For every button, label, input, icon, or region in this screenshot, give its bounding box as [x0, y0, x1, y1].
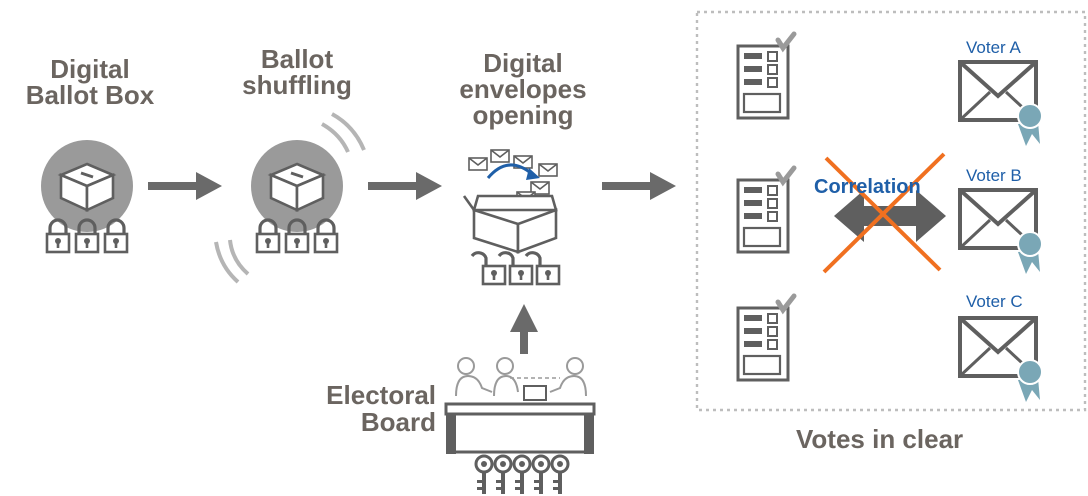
- shuffle-motion-icon: [214, 112, 366, 284]
- arrow-right-icon: [602, 172, 676, 200]
- ballot-box-icon: [41, 140, 133, 232]
- voter-a-label: Voter A: [966, 38, 1021, 57]
- padlock-icon: [470, 251, 561, 286]
- sealed-envelope-icon: [958, 60, 1044, 404]
- envelope-icon: [468, 149, 558, 205]
- arrow-up-icon: [510, 304, 538, 354]
- voter-c-label: Voter C: [966, 292, 1023, 311]
- key-icon: [474, 454, 570, 496]
- arrow-right-icon: [368, 172, 442, 200]
- stage-title-ballot-box: Digital Ballot Box: [25, 54, 155, 110]
- stage-title-shuffling: Ballot shuffling: [242, 44, 352, 100]
- results-frame: [695, 10, 1087, 412]
- open-box-icon: [462, 194, 558, 254]
- correlation-label: Correlation: [814, 176, 921, 198]
- ballot-paper-icon: [738, 34, 794, 380]
- votes-in-clear-label: Votes in clear: [796, 424, 964, 454]
- stage-title-opening: Digital envelopes opening: [459, 48, 587, 130]
- electoral-board-icon: [444, 357, 596, 454]
- cross-icon: [822, 152, 946, 274]
- voter-b-label: Voter B: [966, 166, 1022, 185]
- arrow-right-icon: [148, 172, 222, 200]
- electoral-board-label: Electoral Board: [326, 380, 436, 438]
- ballot-box-icon: [251, 140, 343, 232]
